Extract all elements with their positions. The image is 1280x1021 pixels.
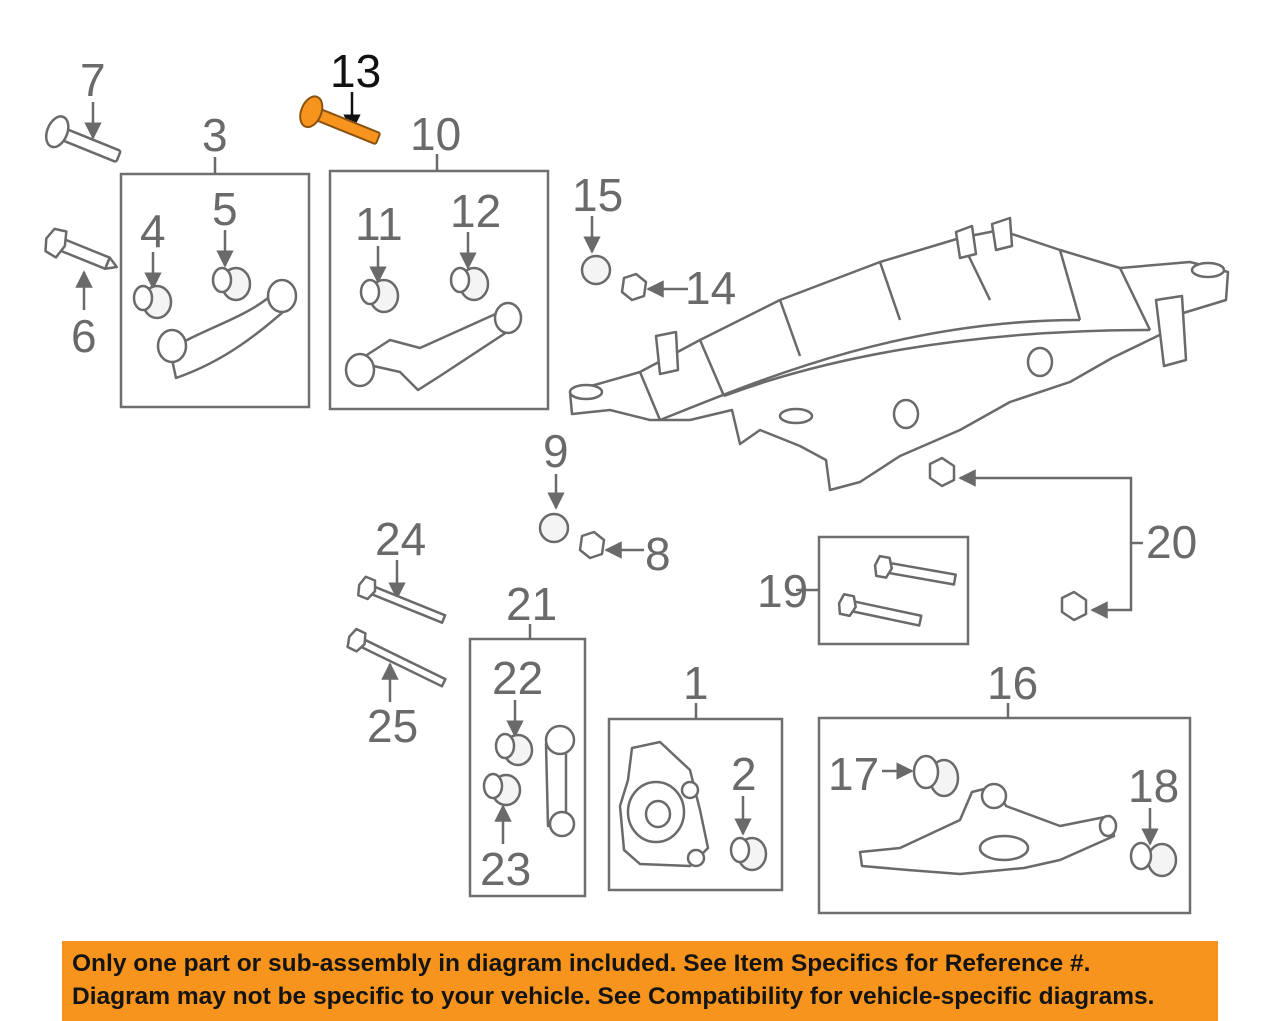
bolt-24	[357, 575, 447, 624]
disclaimer-line-2: Diagram may not be specific to your vehi…	[72, 983, 1155, 1010]
bolt-7	[44, 115, 122, 163]
bushing-5	[211, 266, 252, 302]
bushing-4	[132, 284, 173, 320]
callout-5: 5	[212, 183, 238, 235]
callout-14: 14	[685, 262, 736, 314]
nut-14	[620, 272, 648, 302]
callout-4: 4	[140, 205, 166, 257]
callout-22: 22	[492, 652, 543, 704]
group-box-16	[817, 716, 1192, 915]
link-21	[544, 724, 576, 838]
callout-15: 15	[572, 169, 623, 221]
callout-10: 10	[410, 108, 461, 160]
upper-arm-3	[156, 278, 298, 380]
callout-12: 12	[450, 185, 501, 237]
bolt-6	[44, 227, 119, 271]
callout-24: 24	[375, 513, 426, 565]
knuckle-1	[618, 740, 710, 868]
bushing-18	[1129, 841, 1178, 878]
callout-7: 7	[80, 54, 106, 106]
nut-8	[578, 530, 606, 560]
callout-17: 17	[828, 748, 879, 800]
callout-1: 1	[683, 657, 709, 709]
nut-20-upper	[928, 456, 956, 488]
bolt-25	[346, 627, 447, 688]
bushing-17	[912, 754, 960, 798]
callout-19: 19	[757, 565, 808, 617]
callout-23: 23	[480, 843, 531, 895]
bushing-23	[482, 772, 522, 807]
lower-arm-16	[858, 782, 1118, 876]
bushing-22	[494, 732, 534, 767]
leader-lines	[75, 92, 1159, 846]
bolt-19-upper	[873, 554, 957, 586]
callout-21: 21	[506, 578, 557, 630]
bushing-15	[580, 254, 612, 286]
group-box-10	[328, 169, 550, 411]
disclaimer-banner: Only one part or sub-assembly in diagram…	[62, 941, 1218, 1021]
bolt-13-highlighted	[299, 95, 381, 145]
callout-25: 25	[367, 700, 418, 752]
callout-16: 16	[987, 657, 1038, 709]
nut-20-lower	[1060, 590, 1088, 622]
callout-13: 13	[330, 45, 381, 97]
callout-6: 6	[71, 310, 97, 362]
callout-3: 3	[202, 109, 228, 161]
bushing-12	[449, 266, 490, 302]
bushing-2	[729, 836, 768, 872]
callout-20: 20	[1146, 516, 1197, 568]
callout-8: 8	[645, 528, 671, 580]
callout-9: 9	[543, 425, 569, 477]
callout-18: 18	[1128, 760, 1179, 812]
bushing-9	[538, 512, 570, 544]
group-box-21	[468, 637, 587, 898]
rear-subframe	[568, 216, 1230, 492]
bolt-19-lower	[837, 592, 923, 627]
callout-2: 2	[731, 748, 757, 800]
callout-11: 11	[355, 198, 403, 250]
bushing-11	[359, 278, 400, 314]
upper-arm-10	[344, 301, 523, 392]
callout-labels: 7 3 13 10 5 4 11 12 15 14 6 9 8 24 20 19…	[71, 45, 1197, 895]
disclaimer-line-1: Only one part or sub-assembly in diagram…	[72, 950, 1091, 977]
group-box-19	[817, 535, 970, 646]
